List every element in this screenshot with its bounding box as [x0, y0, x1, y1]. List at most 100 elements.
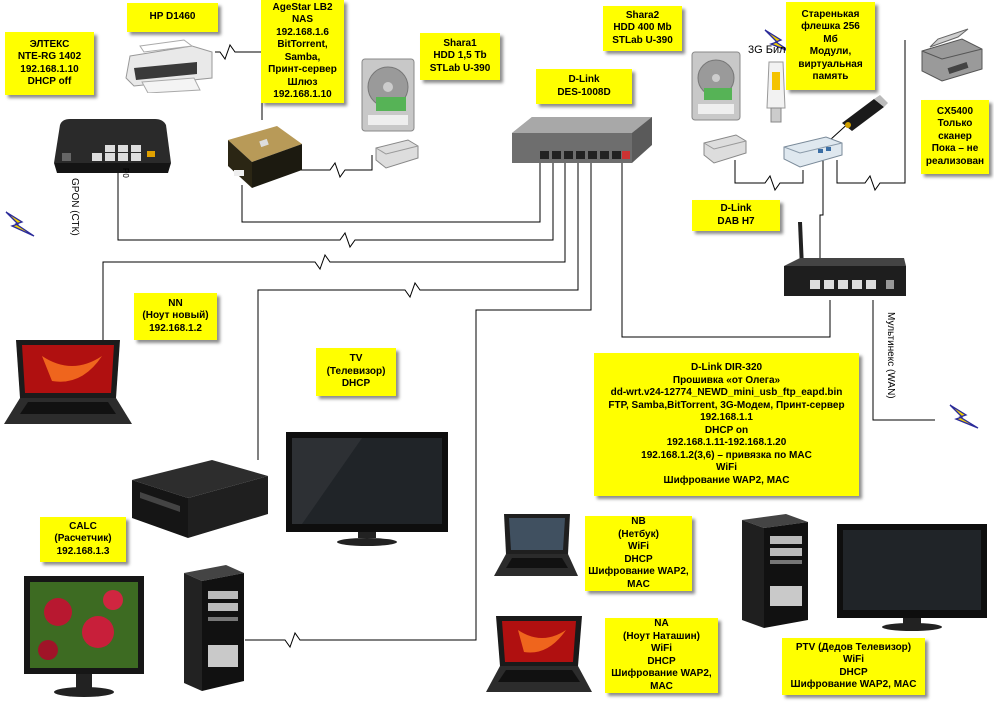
label-line: NN [168, 297, 183, 309]
label-line: MAC [650, 680, 673, 692]
gpon-label: GPON (СТК) [69, 178, 80, 236]
wire-switch-calc [245, 163, 592, 649]
label-line: DHCP [839, 666, 868, 678]
ptv-tv-icon [837, 524, 987, 631]
wire-hub-printer [836, 40, 906, 192]
label-line: (Ноут новый) [142, 310, 209, 322]
calc-pc-tower-icon [184, 565, 244, 691]
wire-eltex-switch [117, 163, 554, 249]
wire-nas-printer [215, 43, 263, 120]
label-line: NTE-RG 1402 [17, 51, 82, 62]
label-line: Шифрование WAP2, [611, 668, 712, 679]
hp-printer-icon [125, 39, 213, 93]
label-line: STLab U-390 [612, 34, 673, 46]
p0-port-label: P0 [121, 168, 130, 178]
label-line: Прошивка «от Олега» [672, 374, 781, 386]
label-line: память [812, 71, 849, 82]
label-line: 192.168.1.10 [20, 63, 79, 75]
label-line: 192.168.1.6 [276, 26, 329, 38]
wan-label: Мультинекс (WAN) [885, 312, 896, 399]
label-calc: CALC(Расчетчик)192.168.1.3 [40, 517, 126, 562]
label-line: ЭЛТЕКС [29, 38, 70, 50]
label-line: 192.168.1.3 [56, 545, 110, 557]
label-line: STLab U-390 [429, 62, 491, 74]
label-line: 192.168.1.2(3,6) – привязка по MAC [641, 449, 812, 461]
label-line: виртуальная [798, 58, 863, 70]
label-line: Модули, [809, 46, 852, 57]
label-line: WiFi [650, 643, 672, 654]
label-line: CALC [69, 520, 97, 532]
label-line: (Нетбук) [618, 528, 659, 540]
label-line: FTP, Samba,BitTorrent, 3G-Модем, Принт-с… [608, 399, 845, 411]
label-line: Только [937, 118, 973, 130]
label-line: TV [349, 353, 363, 365]
agestar-nas-icon [228, 126, 302, 188]
label-nn: NN(Ноут новый)192.168.1.2 [134, 293, 217, 340]
shara1-adapter-icon [375, 139, 419, 169]
3g-modem-icon [766, 61, 786, 123]
cx5400-printer-icon [921, 28, 983, 82]
nn-laptop-icon [4, 340, 132, 424]
label-line: DHCP off [27, 76, 72, 87]
label-line: Старенькая [801, 8, 860, 20]
label-line: dd-wrt.v24-12774_NEWD_mini_usb_ftp_eapd.… [610, 387, 843, 398]
label-line: (Расчетчик) [54, 533, 112, 545]
label-line: Мб [823, 33, 838, 45]
tv-icon [286, 432, 448, 546]
label-tv: TV(Телевизор)DHCP [316, 348, 396, 396]
label-line: реализован [925, 155, 985, 167]
label-line: MAC [627, 578, 650, 590]
label-line: Принт-сервер [268, 64, 337, 75]
shara2-adapter-icon [703, 134, 747, 164]
dlink-switch-icon [512, 117, 652, 163]
label-hp-printer: HP D1460 [127, 3, 218, 32]
mediacenter-box-icon [132, 460, 268, 538]
label-line: DHCP [647, 655, 676, 667]
label-line: AgeStar LB2 [272, 1, 333, 13]
label-line: WiFi [627, 541, 649, 552]
label-line: D-Link [568, 74, 600, 85]
label-line: DHCP on [704, 424, 749, 436]
lightning-gpon-icon [5, 211, 35, 237]
usb-flash-icon [842, 95, 888, 131]
na-laptop-icon [486, 616, 592, 692]
label-line: WiFi [715, 462, 737, 473]
label-line: Шлюз [287, 76, 318, 88]
wire-nas-switch [241, 163, 541, 223]
label-line: 192.168.1.1 [700, 412, 753, 423]
label-line: DHCP [624, 553, 653, 565]
label-line: Шифрование WAP2, [588, 566, 689, 577]
nb-netbook-icon [494, 514, 578, 576]
eltex-router-icon [54, 119, 171, 173]
wire-switch-nn [102, 163, 566, 340]
label-line: HDD 400 Mb [613, 22, 672, 34]
wire-router-wan [872, 300, 935, 421]
label-line: HDD 1,5 Tb [433, 50, 487, 62]
label-line: DAB H7 [717, 215, 755, 227]
label-line: CX5400 [936, 105, 974, 117]
label-line: Шифрование WAP2, MAC [663, 474, 790, 486]
label-line: (Ноут Наташин) [623, 630, 700, 642]
wire-switch-box [257, 163, 579, 460]
label-line: Shara2 [625, 9, 660, 21]
wire-switch-router [621, 163, 831, 338]
label-line: DES-1008D [557, 86, 611, 98]
ptv-pc-tower-icon [742, 514, 808, 628]
label-line: 192.168.1.10 [273, 89, 332, 100]
label-line: 192.168.1.11-192.168.1.20 [666, 437, 787, 448]
shara2-hdd-icon [691, 51, 741, 121]
label-line: DHCP [341, 378, 371, 390]
label-line: WiFi [842, 654, 864, 665]
wire-hub-router [819, 160, 824, 258]
